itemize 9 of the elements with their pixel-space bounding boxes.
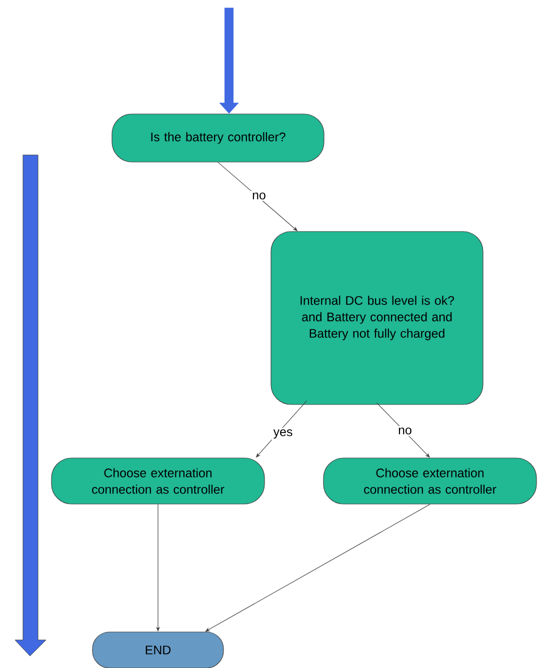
arrow bbox=[205, 504, 430, 632]
edge-label: no bbox=[396, 426, 414, 436]
edge-label: no bbox=[250, 191, 268, 201]
process-box: Choose externation connection as controller bbox=[51, 458, 265, 504]
edge-label: yes bbox=[272, 428, 294, 440]
process-box: Is the battery controller? bbox=[112, 114, 324, 162]
process-box: Choose externation connection as controller bbox=[323, 458, 537, 504]
terminal-box: END bbox=[92, 632, 224, 668]
process-box: Internal DC bus level is ok? and Battery connected and Battery not fully charged bbox=[270, 231, 484, 405]
